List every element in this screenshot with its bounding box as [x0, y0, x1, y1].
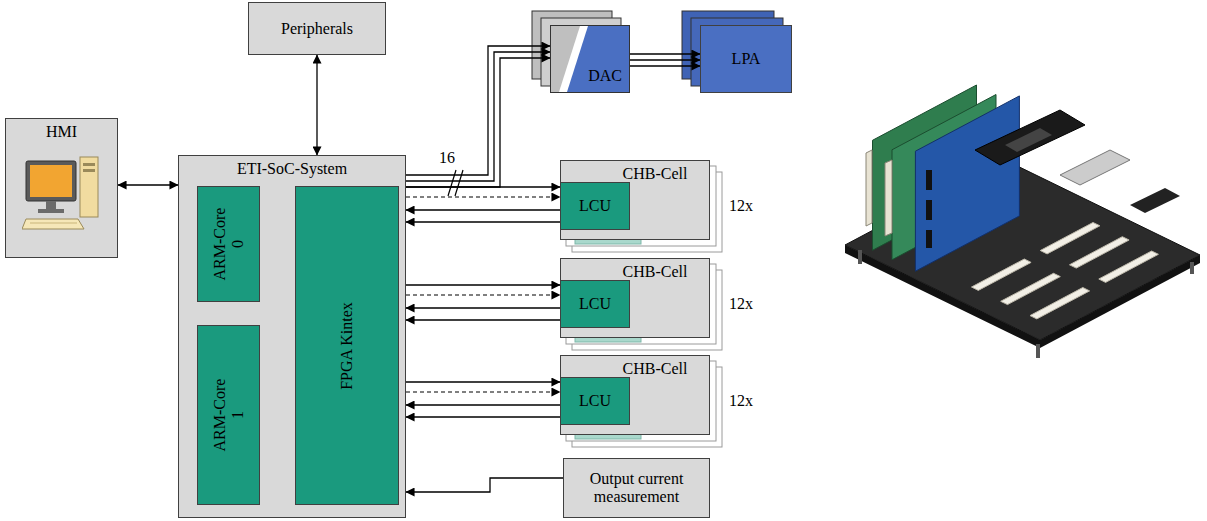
- connector: [630, 54, 700, 66]
- connector-line: [406, 209, 560, 210]
- bus-slash: [448, 170, 463, 196]
- connector-line: [118, 184, 178, 185]
- connector-line: [630, 65, 700, 66]
- connector-line: [406, 416, 560, 417]
- connector-line: [406, 186, 560, 187]
- node-label: FPGA Kintex: [338, 302, 356, 390]
- node-label: Peripherals: [253, 20, 381, 38]
- connector-line: [406, 46, 550, 175]
- connector-line: [406, 284, 560, 285]
- node-label: LCU: [565, 392, 625, 410]
- arm-core-box: ARM-Core 0: [197, 186, 260, 302]
- node-label: CHB-Cell: [601, 263, 709, 281]
- measurement-box: Output current measurement: [563, 458, 710, 518]
- connector-line: [406, 319, 560, 320]
- lpa-box: LPA: [700, 25, 792, 93]
- node-label: LCU: [565, 197, 625, 215]
- connector-line: [630, 53, 700, 54]
- connector-line: [406, 221, 560, 222]
- connector-line: [406, 196, 560, 197]
- connector: [118, 185, 178, 186]
- chb-cell-box: CHB-CellLCU: [560, 160, 710, 240]
- node-label: ARM-Core 1: [211, 375, 247, 455]
- node-label: DAC: [588, 67, 622, 85]
- soc-box: ETI-SoC-SystemARM-Core 0 ARM-Core 1 FPGA K…: [178, 155, 406, 518]
- connector: [406, 285, 560, 295]
- chb-cell-box: CHB-CellLCU: [560, 355, 710, 435]
- connector: [406, 187, 560, 197]
- lcu-box: LCU: [560, 182, 630, 230]
- node-label: CHB-Cell: [601, 360, 709, 378]
- node-label: Output current measurement: [568, 470, 705, 506]
- bus-width: 16: [438, 149, 456, 167]
- connector-line: [630, 59, 700, 60]
- node-label: LCU: [565, 295, 625, 313]
- count-label: 12x: [728, 197, 754, 215]
- arm-core-box: ARM-Core 1: [197, 325, 260, 505]
- connector: [406, 308, 560, 320]
- dac-box: DAC: [550, 25, 630, 93]
- connector-line: [406, 307, 560, 308]
- count-label: 12x: [728, 392, 754, 410]
- connector-line: [316, 55, 317, 155]
- node-label: LPA: [705, 50, 787, 68]
- connector-line: [406, 294, 560, 295]
- peripherals-box: Peripherals: [248, 2, 386, 55]
- node-label: HMI: [6, 123, 117, 141]
- connector-line: [406, 404, 560, 405]
- connector-line: [406, 478, 563, 492]
- connector-line: [406, 391, 560, 392]
- connector: [406, 478, 563, 492]
- node-label: ETI-SoC-System: [179, 160, 405, 178]
- connector-line: [406, 58, 550, 187]
- connector: [317, 55, 318, 155]
- node-label: ARM-Core 0: [211, 204, 247, 284]
- computer-icon: [22, 155, 102, 239]
- hardware-photo: [845, 85, 1200, 358]
- chb-cell-box: CHB-CellLCU: [560, 258, 710, 338]
- connector: [406, 382, 560, 392]
- connector-line: [406, 381, 560, 382]
- node-label: CHB-Cell: [601, 165, 709, 183]
- connector: [406, 405, 560, 417]
- connector: [406, 210, 560, 222]
- lcu-box: LCU: [560, 377, 630, 425]
- count-label: 12x: [728, 295, 754, 313]
- lcu-box: LCU: [560, 280, 630, 328]
- connector: [406, 46, 550, 187]
- connector-line: [406, 52, 550, 181]
- hmi-box: HMI: [5, 118, 118, 258]
- fpga-box: FPGA Kintex: [295, 186, 399, 505]
